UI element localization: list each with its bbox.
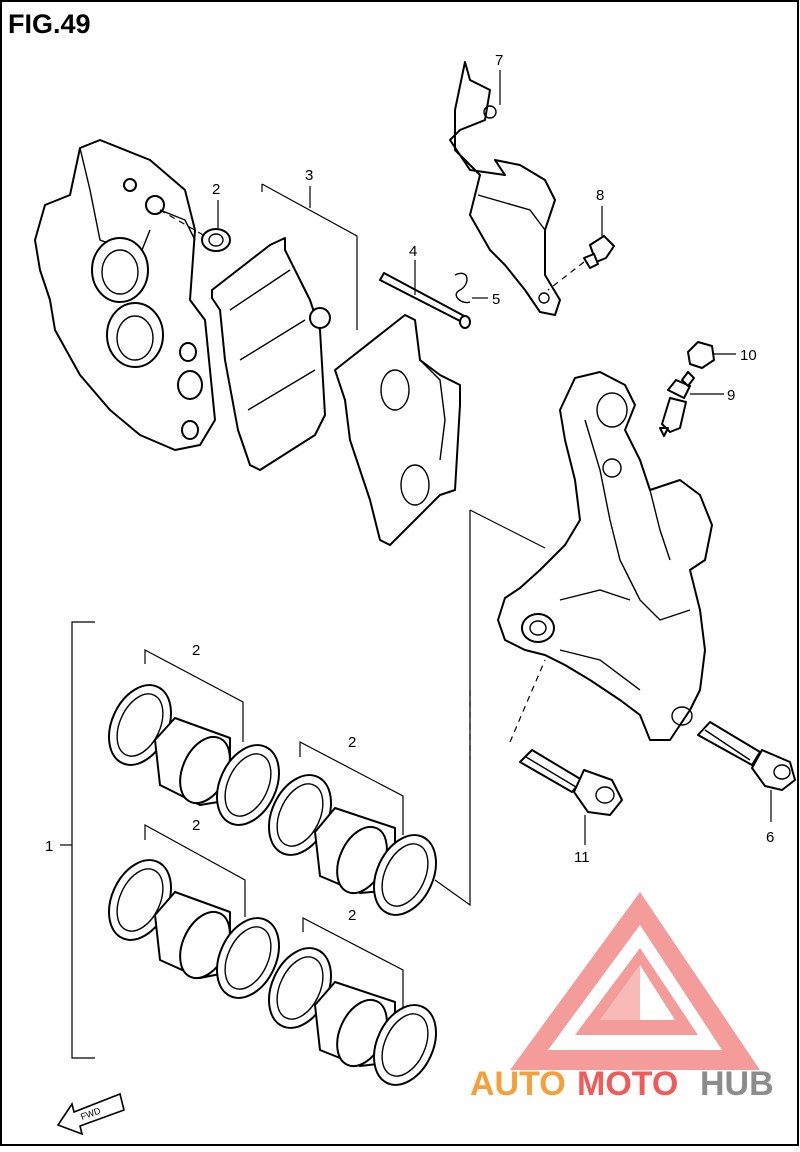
figure-title: FIG.49 — [8, 9, 91, 39]
callout-6: 6 — [766, 829, 774, 846]
watermark-text-auto: AUTO — [470, 1065, 566, 1103]
caliper-body-inner — [34, 139, 216, 451]
piston-seal-kit-d — [268, 917, 437, 1086]
brake-pad-rear — [334, 314, 461, 546]
callout-8: 8 — [596, 187, 604, 204]
piston-seal-kit-c — [108, 823, 280, 999]
pad-pin — [379, 272, 471, 329]
piston-seal-kit-b — [268, 741, 437, 916]
bracket-seal-to-caliper — [434, 509, 546, 907]
forward-arrow-icon: FWD — [56, 1092, 125, 1136]
caliper-cover-bracket — [449, 61, 561, 316]
bleeder-cap-10 — [687, 341, 715, 369]
callout-2-kit-b: 2 — [348, 734, 356, 751]
bleeder-cap — [201, 228, 231, 252]
mounting-bolt-11 — [519, 749, 623, 816]
mounting-bolt-6 — [697, 721, 796, 791]
brake-pad-front — [211, 237, 331, 471]
watermark-text-hub: HUB — [700, 1065, 774, 1103]
callout-2-bleeder: 2 — [212, 181, 220, 198]
callout-9: 9 — [727, 387, 735, 404]
caliper-body-outer — [497, 371, 713, 741]
callout-5: 5 — [492, 291, 500, 308]
callout-2-kit-c: 2 — [192, 817, 200, 834]
dashed-line-11 — [509, 659, 546, 743]
callout-7: 7 — [495, 52, 503, 69]
bracket-3 — [261, 183, 358, 330]
callout-2-kit-d: 2 — [348, 907, 356, 924]
callout-11: 11 — [574, 849, 590, 866]
watermark-text-moto: MOTO — [577, 1065, 678, 1103]
bolt-8 — [583, 235, 615, 269]
bracket-1 — [71, 621, 95, 1059]
callout-3: 3 — [305, 167, 313, 184]
bleeder-valve-9 — [659, 371, 695, 437]
callout-4: 4 — [409, 243, 417, 260]
pin-clip — [454, 272, 471, 304]
callout-1: 1 — [45, 838, 53, 855]
callout-2-kit-a: 2 — [192, 642, 200, 659]
dashed-line-bleeder — [159, 209, 206, 237]
callout-10: 10 — [740, 347, 757, 364]
piston-seal-kit-a — [108, 649, 280, 826]
dashed-line-8 — [547, 261, 585, 291]
watermark-logo — [510, 892, 760, 1070]
